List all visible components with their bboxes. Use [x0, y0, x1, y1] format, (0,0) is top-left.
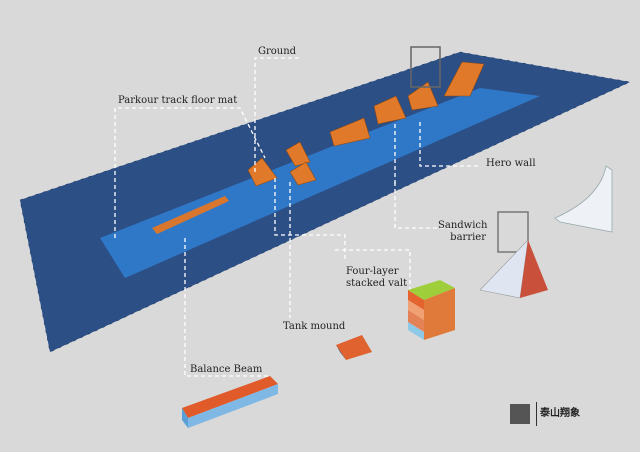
label-four-layer-vault: Four-layer stacked valt — [346, 266, 407, 290]
floor-mat-pattern — [19, 51, 631, 353]
label-hero-wall: Hero wall — [486, 158, 536, 169]
track-obstacles — [247, 61, 485, 187]
four-layer-vault-image — [408, 280, 455, 340]
track-strip — [100, 88, 540, 278]
balance-beam-on-track — [152, 196, 229, 234]
divider — [536, 402, 537, 426]
label-line: barrier — [450, 232, 486, 243]
brand-logo: 泰山翔象 — [540, 408, 580, 419]
label-line: Sandwich — [438, 220, 488, 231]
label-ground: Ground — [258, 46, 297, 57]
leader-lines — [114, 57, 480, 377]
floor-mat — [20, 52, 630, 352]
label-sandwich-barrier: Sandwich barrier — [438, 220, 488, 244]
label-floor-mat: Parkour track floor mat — [118, 95, 238, 106]
sandwich-barrier-image — [479, 211, 548, 299]
tank-mound-image — [336, 335, 372, 360]
track-bar-frame — [410, 46, 441, 88]
balance-beam-image — [182, 376, 278, 428]
hero-wall-image — [554, 165, 613, 233]
label-line: stacked valt — [346, 278, 408, 289]
label-tank-mound: Tank mound — [283, 321, 346, 332]
label-balance-beam: Balance Beam — [190, 364, 263, 375]
label-line: Four-layer — [346, 266, 399, 277]
qr-code — [510, 404, 530, 424]
